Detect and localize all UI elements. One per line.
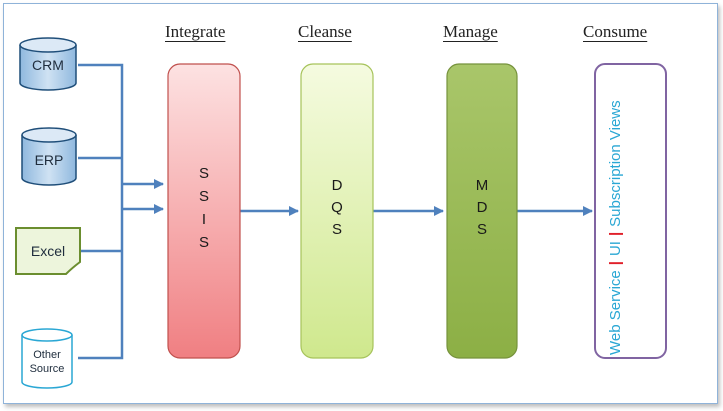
crm-label: CRM [32,57,64,73]
other-source-database-icon [21,328,73,389]
ssis-label: S S I S [168,162,240,254]
dqs-letter-3: S [331,221,342,238]
stage-manage-heading: Manage [443,22,498,41]
subscription-views-label: Subscription Views [607,100,624,227]
mds-label: M D S [447,175,517,241]
stage-integrate-heading: Integrate [165,22,226,41]
ui-label: UI [607,241,624,257]
source-connectors [78,63,593,360]
dqs-pill [300,63,374,359]
excel-document-icon [15,227,81,275]
erp-label: ERP [34,152,64,168]
web-service-label: Web Service [607,270,624,355]
other-source-label: Other Source [22,348,72,376]
excel-label: Excel [30,243,66,259]
separator-2: | [607,231,624,237]
ssis-pill [167,63,241,359]
consume-box [594,63,667,359]
stage-consume-heading: Consume [583,22,648,41]
mds-letter-2: D [476,199,488,216]
mds-letter-3: S [476,221,487,238]
ssis-letter-3: I [201,211,207,228]
stage-cleanse-heading: Cleanse [298,22,352,41]
separator-1: | [607,261,624,266]
mds-pill [446,63,518,359]
ssis-letter-1: S [198,165,209,182]
dqs-letter-2: Q [331,199,343,216]
other-source-label-line1: Other [33,349,61,361]
connector-bus [78,63,124,360]
mds-letter-1: M [475,177,489,194]
crm-database-icon [19,37,77,91]
consume-options-text: Web Service | UI | Subscription Views [604,65,628,355]
ssis-letter-2: S [198,188,209,205]
other-source-label-line2: Source [29,363,65,375]
dqs-letter-1: D [331,177,343,194]
dqs-label: D Q S [301,175,373,241]
ssis-letter-4: S [198,234,209,251]
erp-database-icon [21,127,77,186]
